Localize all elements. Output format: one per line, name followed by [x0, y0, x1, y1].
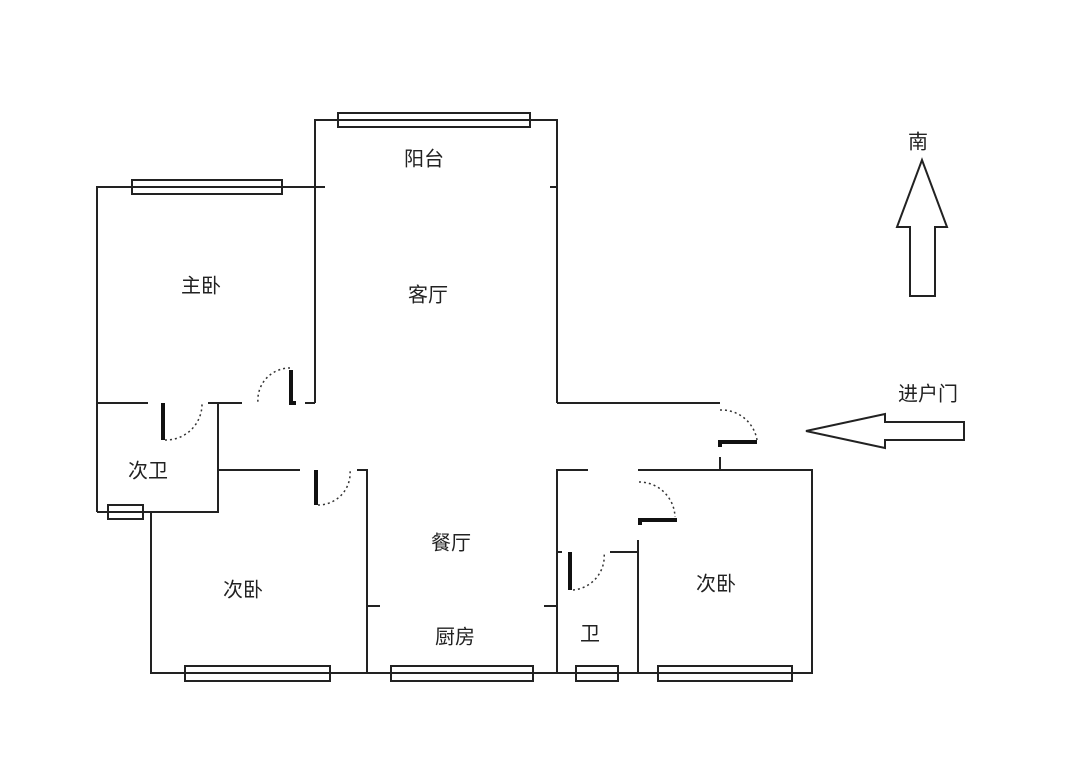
room-label-master-bedroom: 主卧	[181, 274, 221, 298]
door-bedroom-right	[638, 518, 677, 525]
room-label-dining-room: 餐厅	[431, 531, 471, 555]
walls	[96, 119, 813, 674]
room-label-bedroom-left: 次卧	[223, 578, 263, 602]
room-label-secondary-bathroom: 次卫	[128, 459, 168, 483]
compass-label: 南	[908, 130, 928, 154]
labels: 南 进户门 阳台 主卧 客厅 次卫 餐厅 次卧 厨房 卫 次卧	[128, 130, 958, 649]
room-label-living-room: 客厅	[408, 283, 448, 307]
windows	[107, 112, 793, 682]
room-label-balcony: 阳台	[404, 147, 444, 171]
entrance-label: 进户门	[898, 382, 958, 406]
door-master-bedroom	[289, 370, 296, 405]
room-label-kitchen: 厨房	[435, 625, 475, 649]
entrance-arrow-icon	[805, 412, 965, 450]
door-entrance	[718, 440, 757, 447]
room-label-bedroom-right: 次卧	[696, 572, 736, 596]
doors	[161, 367, 758, 591]
south-arrow-icon	[895, 157, 949, 297]
room-label-bathroom: 卫	[580, 622, 600, 646]
